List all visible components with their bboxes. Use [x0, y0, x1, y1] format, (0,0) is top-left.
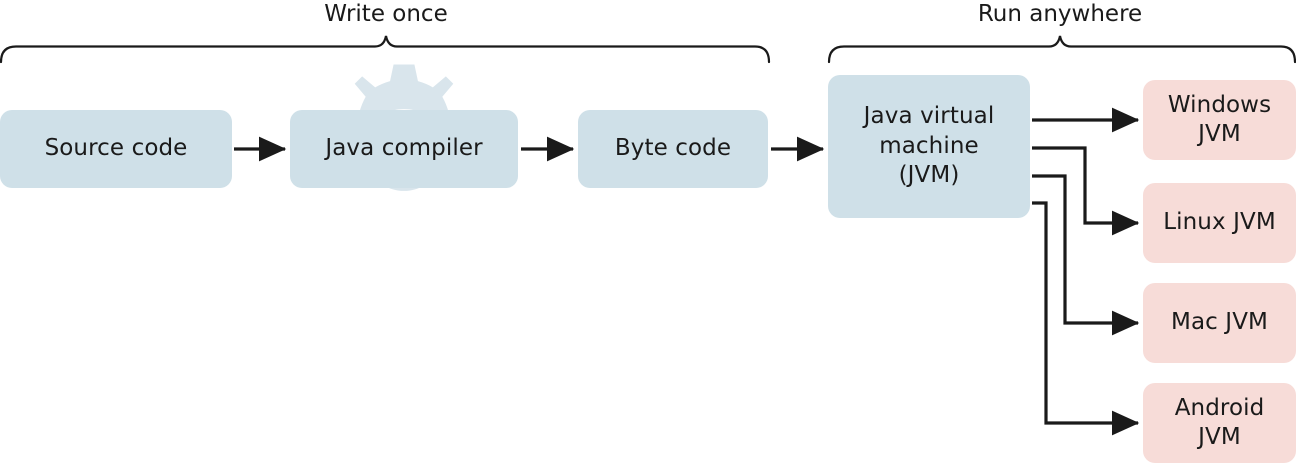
- node-java-virtual-machine-label: Java virtual machine (JVM): [863, 103, 995, 189]
- arrow-jvm-to-android: [1032, 201, 1140, 436]
- node-mac-jvm[interactable]: Mac JVM: [1143, 283, 1296, 363]
- node-windows-jvm[interactable]: Windows JVM: [1143, 80, 1296, 160]
- arrow-jvm-to-mac: [1032, 174, 1140, 336]
- node-java-compiler[interactable]: Java compiler: [290, 110, 518, 188]
- brace-write-once: [0, 35, 771, 64]
- node-linux-jvm-label: Linux JVM: [1163, 209, 1276, 236]
- node-android-jvm[interactable]: Android JVM: [1143, 383, 1296, 463]
- node-source-code-label: Source code: [44, 135, 188, 162]
- brace-label-run-anywhere: Run anywhere: [977, 1, 1143, 27]
- brace-label-write-once: Write once: [324, 1, 448, 27]
- node-byte-code[interactable]: Byte code: [578, 110, 768, 188]
- node-android-jvm-label: Android JVM: [1174, 394, 1265, 450]
- node-byte-code-label: Byte code: [614, 135, 732, 162]
- node-mac-jvm-label: Mac JVM: [1171, 309, 1268, 336]
- node-source-code[interactable]: Source code: [0, 110, 232, 188]
- brace-run-anywhere: [827, 35, 1296, 64]
- node-java-compiler-label: Java compiler: [325, 135, 483, 162]
- node-windows-jvm-label: Windows JVM: [1167, 91, 1272, 147]
- node-linux-jvm[interactable]: Linux JVM: [1143, 183, 1296, 263]
- arrow-jvm-to-linux: [1032, 146, 1140, 236]
- node-java-virtual-machine[interactable]: Java virtual machine (JVM): [828, 75, 1030, 218]
